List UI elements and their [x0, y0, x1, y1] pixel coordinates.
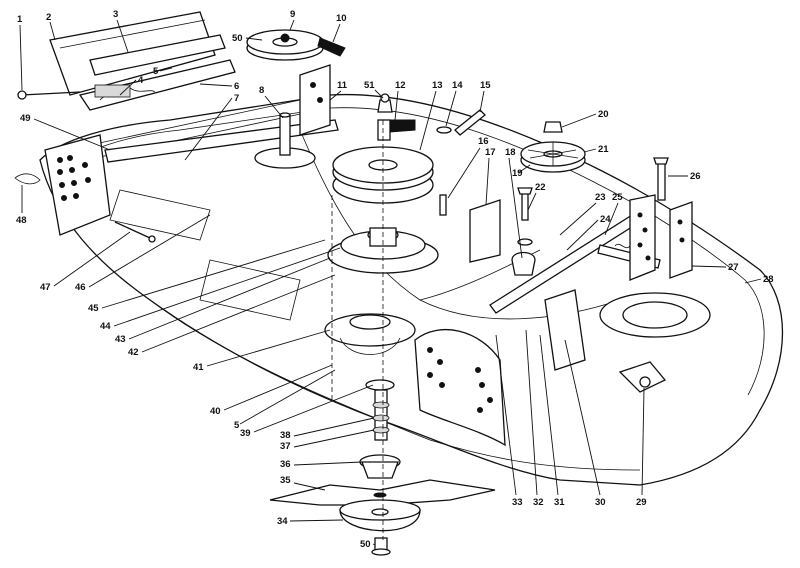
callout-12: 12: [395, 80, 406, 91]
hardware-14-17: [436, 109, 536, 276]
callout-10: 10: [336, 13, 347, 24]
callout-16: 16: [478, 136, 489, 147]
callout-34: 34: [277, 516, 288, 527]
bolt-26: [653, 157, 669, 201]
callout-5a: 5: [153, 66, 159, 77]
callout-41: 41: [193, 362, 204, 373]
callout-38: 38: [280, 430, 291, 441]
callout-49: 49: [20, 113, 31, 124]
callout-3: 3: [113, 9, 118, 20]
callout-36: 36: [280, 459, 291, 470]
hairpin-clip: [14, 173, 41, 185]
left-baffle: [44, 134, 111, 236]
right-baffle: [629, 194, 693, 281]
callout-43: 43: [115, 334, 126, 345]
callout-4: 4: [138, 75, 144, 86]
callout-35: 35: [280, 475, 291, 486]
callout-8: 8: [259, 85, 264, 96]
callout-21: 21: [598, 144, 609, 155]
bolt-22: [517, 187, 533, 246]
lower-housing: [324, 313, 416, 391]
idler-bracket: [299, 64, 331, 136]
callout-22: 22: [535, 182, 546, 193]
callout-29: 29: [636, 497, 647, 508]
callout-2: 2: [46, 12, 51, 23]
callout-6: 6: [234, 81, 239, 92]
callout-51: 51: [364, 80, 375, 91]
callout-42: 42: [128, 347, 139, 358]
callout-24: 24: [600, 214, 611, 225]
callout-33: 33: [512, 497, 523, 508]
callout-14: 14: [452, 80, 463, 91]
shaft-stack: [372, 389, 390, 441]
callout-47: 47: [40, 282, 51, 293]
hinge-rod: [17, 90, 81, 100]
callout-37: 37: [280, 441, 291, 452]
blade-bolt: [371, 537, 391, 556]
callout-18: 18: [505, 147, 516, 158]
callout-46: 46: [75, 282, 86, 293]
idler-nut: [543, 121, 563, 133]
right-spindle-opening: [599, 292, 711, 338]
plate-29: [618, 361, 667, 393]
callout-50a: 50: [232, 33, 243, 44]
callout-19: 19: [512, 168, 523, 179]
callout-44: 44: [100, 321, 111, 332]
callouts: 1 2 3 4 5 6 7 8 9 10 50 11 51 12 13 14 1…: [16, 9, 774, 550]
callout-9: 9: [290, 9, 295, 20]
front-baffle: [414, 328, 506, 447]
callout-40: 40: [210, 406, 221, 417]
bracket-30: [544, 289, 586, 371]
callout-11: 11: [337, 80, 348, 91]
callout-1: 1: [17, 14, 23, 25]
callout-45: 45: [88, 303, 99, 314]
callout-50b: 50: [360, 539, 371, 550]
callout-20: 20: [598, 109, 609, 120]
callout-25: 25: [612, 192, 623, 203]
callout-39: 39: [240, 428, 251, 439]
callout-7: 7: [234, 93, 239, 104]
blade-cup: [339, 499, 421, 532]
callout-27: 27: [728, 262, 739, 273]
callout-15: 15: [480, 80, 491, 91]
callout-13: 13: [432, 80, 443, 91]
callout-17: 17: [485, 147, 496, 158]
blade-adapter: [359, 454, 401, 479]
blade: [269, 479, 496, 506]
spindle-nut: [377, 93, 393, 113]
callout-26: 26: [690, 171, 701, 182]
callout-32: 32: [533, 497, 544, 508]
callout-31: 31: [554, 497, 565, 508]
left-spindle: [254, 112, 316, 169]
hitch-pin: [114, 221, 156, 243]
shield-bracket: [78, 34, 236, 111]
left-pulley: [246, 29, 346, 61]
callout-23: 23: [595, 192, 606, 203]
callout-30: 30: [595, 497, 606, 508]
callout-5b: 5: [234, 420, 240, 431]
callout-48: 48: [16, 215, 27, 226]
callout-28: 28: [763, 274, 774, 285]
idler-pulley: [520, 141, 586, 173]
